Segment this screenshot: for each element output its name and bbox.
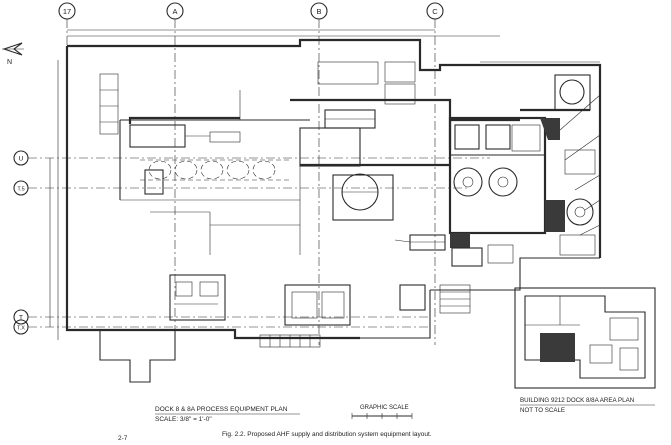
grid-column-a: A (172, 7, 177, 16)
scrubber-wall-fill (450, 118, 565, 248)
grid-row-t: T (19, 315, 23, 322)
column-grid (58, 2, 444, 345)
graphic-scale-label: GRAPHIC SCALE (360, 405, 409, 411)
cylinder-enclosure (299, 61, 416, 167)
neutralization-tanks (409, 234, 514, 267)
stair-ramp (259, 334, 321, 348)
scrubber-towers (554, 74, 596, 256)
existing-dock-outline (99, 73, 176, 383)
key-plan-title: BUILDING 9212 DOCK 8/8A AREA PLAN (520, 397, 634, 404)
key-plan-scale: NOT TO SCALE (520, 407, 565, 414)
grid-column-b: B (316, 7, 321, 16)
hf-cylinder-row (140, 159, 290, 181)
north-arrow-label: N (7, 59, 12, 66)
scrubber-room (448, 116, 547, 235)
hf-vaporizer-system (169, 274, 226, 321)
dimension-lines (49, 29, 600, 340)
grid-row-t5: T.5 (17, 187, 24, 193)
building-outline (65, 38, 602, 340)
grid-column-c: C (432, 7, 438, 16)
callout-leaders (394, 94, 601, 243)
key-plan-highlight (540, 333, 575, 362)
main-plan-scale: SCALE: 3/8" = 1'-0" (155, 416, 212, 423)
figure-caption: Fig. 2.2. Proposed AHF supply and distri… (222, 431, 432, 438)
row-grid (13, 150, 490, 335)
grid-row-u: U (19, 156, 24, 163)
graphic-scale-bar (351, 413, 413, 419)
north-arrow-icon (2, 42, 24, 56)
grid-row-tx: T.X (17, 326, 25, 332)
grid-column-17: 17 (63, 7, 71, 16)
truck-dock-equipment (284, 284, 471, 326)
existing-flammable-tanks (129, 124, 241, 148)
page-number: 2-7 (118, 435, 128, 442)
main-plan-title: DOCK 8 & 8A PROCESS EQUIPMENT PLAN (155, 406, 288, 413)
storage-vessel (332, 173, 394, 221)
interior-walls (119, 90, 310, 255)
key-plan-inset (514, 287, 656, 389)
existing-equipment-box (144, 169, 164, 195)
